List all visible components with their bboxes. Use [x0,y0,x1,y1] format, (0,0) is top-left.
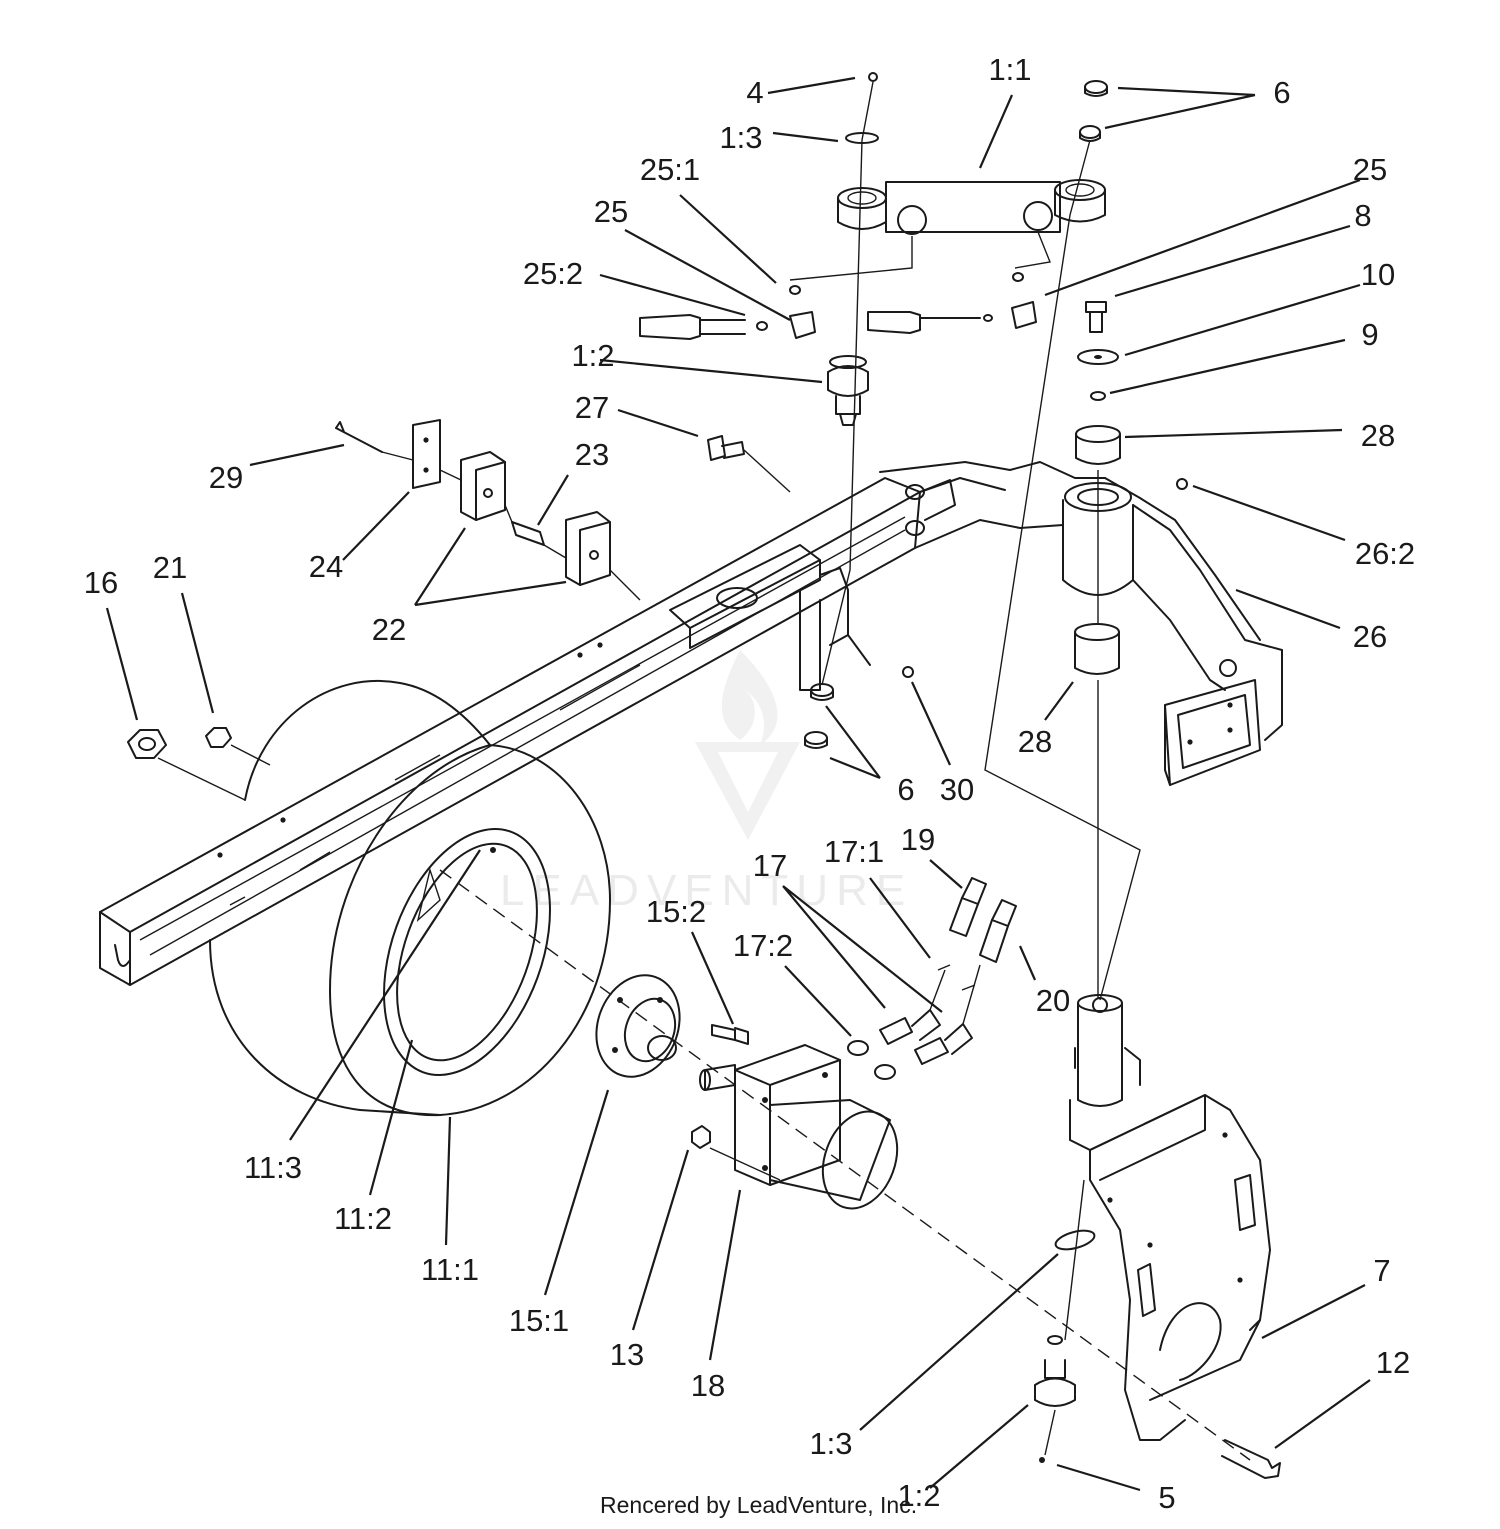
spindle-arm [879,461,1283,786]
callout-23: 23 [575,437,609,472]
callout-1-3-top: 1:3 [719,120,762,155]
watermark-v-icon [695,742,800,840]
callout-25-left: 25 [594,194,628,229]
king-pin-line [984,139,1141,1001]
callout-19: 19 [901,822,935,857]
callout-11-2: 11:2 [334,1201,392,1236]
callout-17: 17 [753,848,787,883]
callout-26: 26 [1353,619,1387,654]
callout-12: 12 [1376,1345,1410,1380]
callout-5: 5 [1158,1480,1175,1515]
callout-26-2: 26:2 [1355,536,1415,571]
callout-1-2-bottom: 1:2 [897,1478,940,1513]
bolt-27 [707,435,791,493]
clamp-assembly [335,419,641,601]
callout-15-2: 15:2 [646,894,706,929]
callout-10: 10 [1361,257,1395,292]
callout-16: 16 [84,565,118,600]
callout-1-2-top: 1:2 [571,338,614,373]
spindle-fork [1069,994,1271,1441]
watermark-flame-icon [721,650,778,745]
nuts-6 [804,80,1108,749]
callout-17-2: 17:2 [733,928,793,963]
callout-22: 22 [372,612,406,647]
callout-13: 13 [610,1337,644,1372]
callout-28-top: 28 [1361,418,1395,453]
leader-lines [105,76,1371,1492]
callout-11-1: 11:1 [421,1252,479,1287]
pivot-stack [902,301,1188,998]
wheel-motor [691,1044,899,1210]
callout-25-2: 25:2 [523,256,583,291]
callout-labels: 4 1:1 6 1:3 25:1 25 25 8 25:2 10 9 1:2 2… [84,52,1415,1515]
arm-pivots [905,479,956,536]
callout-6-mid: 6 [897,772,914,807]
callout-21: 21 [153,550,187,585]
lower-ball-joint [1034,1179,1281,1479]
callout-30: 30 [940,772,974,807]
motor-fittings [847,877,1017,1080]
callout-29: 29 [209,460,243,495]
callout-1-3-bottom: 1:3 [809,1426,852,1461]
callout-28-mid: 28 [1018,724,1052,759]
rail-bracket [669,544,871,691]
watermark: LEADVENTURE [500,650,913,915]
callout-17-1: 17:1 [824,834,884,869]
callout-24: 24 [309,549,343,584]
footer-credit: Rencered by LeadVenture, Inc. [600,1492,917,1518]
nuts-16-21 [127,727,271,801]
wheel-hub [439,869,1251,1461]
rear-tire [209,680,611,1117]
watermark-text: LEADVENTURE [500,866,913,915]
callout-27: 27 [575,390,609,425]
callout-25-right: 25 [1353,152,1387,187]
callout-20: 20 [1036,983,1070,1018]
callout-15-1: 15:1 [509,1303,569,1338]
callout-25-1: 25:1 [640,152,700,187]
callout-6-top: 6 [1273,75,1290,110]
callout-9: 9 [1361,317,1378,352]
callout-7: 7 [1373,1253,1390,1288]
callout-18: 18 [691,1368,725,1403]
callout-1-1: 1:1 [988,52,1031,87]
callout-4: 4 [746,75,763,110]
callout-8: 8 [1354,198,1371,233]
steering-cylinder [789,179,1106,281]
upper-ball-joint [821,72,879,686]
cylinder-fittings [639,272,1037,340]
callout-11-3: 11:3 [244,1150,302,1185]
